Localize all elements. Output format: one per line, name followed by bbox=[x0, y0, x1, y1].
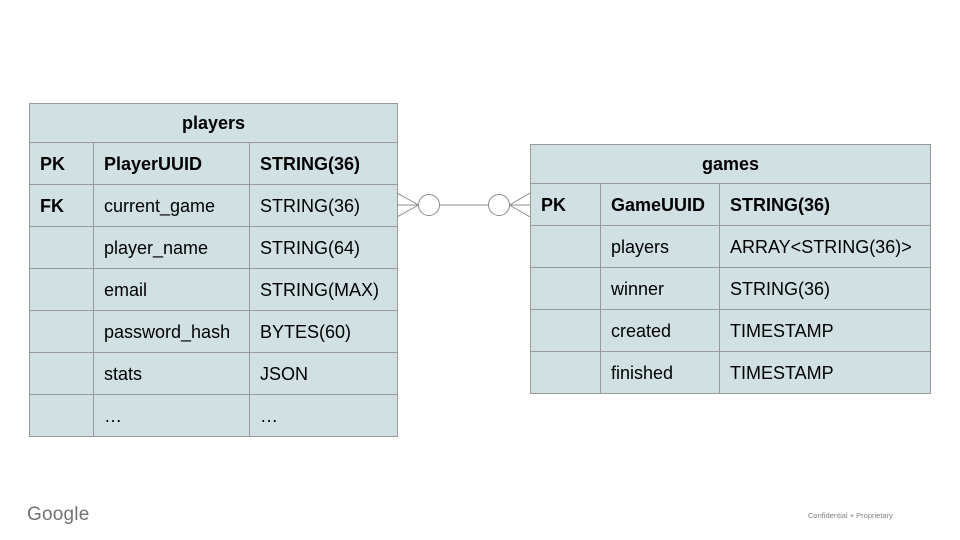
column-name-cell: … bbox=[93, 394, 250, 437]
column-name-cell: winner bbox=[600, 267, 720, 310]
table-row: players ARRAY<STRING(36)> bbox=[530, 225, 931, 268]
table-row: stats JSON bbox=[29, 352, 398, 395]
confidential-note: Confidential + Proprietary bbox=[808, 511, 893, 520]
column-name-cell: created bbox=[600, 309, 720, 352]
column-name-cell: players bbox=[600, 225, 720, 268]
key-cell bbox=[29, 394, 94, 437]
column-name-cell: PlayerUUID bbox=[93, 142, 250, 185]
table-row: player_name STRING(64) bbox=[29, 226, 398, 269]
key-cell: PK bbox=[29, 142, 94, 185]
google-logo: Google bbox=[27, 504, 90, 525]
games-table-title: games bbox=[530, 144, 931, 184]
column-type-cell: STRING(36) bbox=[719, 267, 931, 310]
column-type-cell: STRING(MAX) bbox=[249, 268, 398, 311]
key-cell bbox=[29, 268, 94, 311]
column-type-cell: TIMESTAMP bbox=[719, 351, 931, 394]
table-row: password_hash BYTES(60) bbox=[29, 310, 398, 353]
table-row: winner STRING(36) bbox=[530, 267, 931, 310]
column-type-cell: STRING(36) bbox=[719, 183, 931, 226]
table-row: FK current_game STRING(36) bbox=[29, 184, 398, 227]
column-name-cell: stats bbox=[93, 352, 250, 395]
key-cell bbox=[29, 310, 94, 353]
key-cell: FK bbox=[29, 184, 94, 227]
column-name-cell: password_hash bbox=[93, 310, 250, 353]
key-cell: PK bbox=[530, 183, 601, 226]
key-cell bbox=[29, 352, 94, 395]
column-name-cell: finished bbox=[600, 351, 720, 394]
table-row: email STRING(MAX) bbox=[29, 268, 398, 311]
relationship-connector bbox=[397, 192, 530, 218]
column-type-cell: ARRAY<STRING(36)> bbox=[719, 225, 931, 268]
column-name-cell: player_name bbox=[93, 226, 250, 269]
players-entity: players PK PlayerUUID STRING(36) FK curr… bbox=[29, 103, 398, 437]
column-type-cell: … bbox=[249, 394, 398, 437]
games-entity: games PK GameUUID STRING(36) players ARR… bbox=[530, 144, 931, 394]
players-table: players PK PlayerUUID STRING(36) FK curr… bbox=[29, 103, 398, 437]
optional-zero-circle-left-icon bbox=[418, 194, 440, 216]
optional-zero-circle-right-icon bbox=[488, 194, 510, 216]
crows-foot-right-icon bbox=[509, 192, 530, 218]
column-type-cell: TIMESTAMP bbox=[719, 309, 931, 352]
key-cell bbox=[530, 267, 601, 310]
key-cell bbox=[530, 309, 601, 352]
players-table-title: players bbox=[29, 103, 398, 143]
column-name-cell: email bbox=[93, 268, 250, 311]
table-row: PK PlayerUUID STRING(36) bbox=[29, 142, 398, 185]
table-row: … … bbox=[29, 394, 398, 437]
games-table: games PK GameUUID STRING(36) players ARR… bbox=[530, 144, 931, 394]
players-title-row: players bbox=[29, 103, 398, 143]
column-type-cell: STRING(36) bbox=[249, 184, 398, 227]
column-name-cell: current_game bbox=[93, 184, 250, 227]
key-cell bbox=[530, 351, 601, 394]
table-row: PK GameUUID STRING(36) bbox=[530, 183, 931, 226]
table-row: finished TIMESTAMP bbox=[530, 351, 931, 394]
column-name-cell: GameUUID bbox=[600, 183, 720, 226]
games-title-row: games bbox=[530, 144, 931, 184]
column-type-cell: STRING(36) bbox=[249, 142, 398, 185]
key-cell bbox=[530, 225, 601, 268]
column-type-cell: BYTES(60) bbox=[249, 310, 398, 353]
column-type-cell: JSON bbox=[249, 352, 398, 395]
table-row: created TIMESTAMP bbox=[530, 309, 931, 352]
column-type-cell: STRING(64) bbox=[249, 226, 398, 269]
key-cell bbox=[29, 226, 94, 269]
crows-foot-left-icon bbox=[397, 192, 419, 218]
